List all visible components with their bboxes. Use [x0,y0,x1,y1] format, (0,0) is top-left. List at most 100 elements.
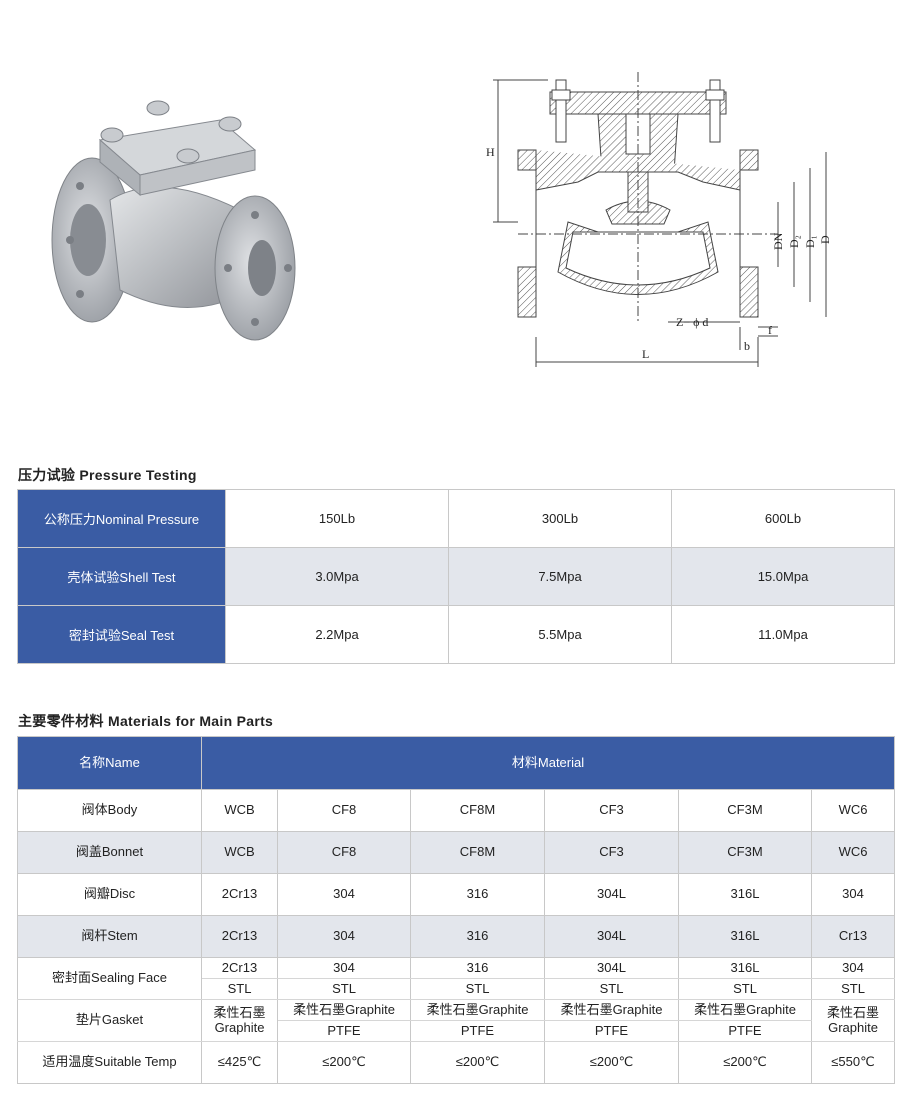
table-cell: CF3M [678,831,812,874]
table-cell: CF3 [544,831,679,874]
table-cell: 316 [410,915,545,958]
table-cell: ≤200℃ [678,1041,812,1084]
table-cell: 150Lb [225,489,449,548]
table-cell: STL [810,978,896,1000]
table-row: 密封面Sealing Face 2Cr13 304 316 304L 316L … [17,957,896,1000]
label-b: b [744,339,750,353]
label-dn: DN [771,232,785,250]
table-cell: CF3M [678,789,812,832]
table-cell: 柔性石墨Graphite [410,999,545,1021]
table-row: 壳体试验Shell Test 3.0Mpa 7.5Mpa 15.0Mpa [17,547,895,606]
table-cell: WC6 [810,831,896,874]
table-row: 垫片Gasket 柔性石墨 Graphite 柔性石墨Graphite 柔性石墨… [17,999,896,1042]
table-cell: 柔性石墨Graphite [544,999,679,1021]
table-cell: 2Cr13 [201,873,278,916]
table-cell: 2Cr13 [201,957,278,979]
table-cell: 7.5Mpa [448,547,672,606]
label-d: D [818,235,832,244]
table-cell: 5.5Mpa [448,605,672,664]
table-row: 密封试验Seal Test 2.2Mpa 5.5Mpa 11.0Mpa [17,605,895,664]
row-label: 阀盖Bonnet [17,831,202,874]
table-cell: 304L [544,957,679,979]
table-cell: 316L [678,915,812,958]
valve-product-photo [51,100,296,341]
materials-table: 名称Name 材料Material 阀体Body WCB CF8 CF8M CF… [17,736,896,1084]
table-cell: WC6 [810,789,896,832]
table-cell: PTFE [678,1020,812,1042]
header-material: 材料Material [200,736,896,790]
table-cell: STL [410,978,545,1000]
table-header-row: 名称Name 材料Material [17,736,896,790]
label-d1: D₁ [803,235,817,248]
table-cell: ≤200℃ [277,1041,411,1084]
table-cell: 304 [810,957,896,979]
table-row: 阀杆Stem 2Cr13 304 316 304L 316L Cr13 [17,915,896,958]
table-cell: 11.0Mpa [671,605,895,664]
row-header: 公称压力Nominal Pressure [17,489,226,548]
label-l: L [642,347,649,361]
table-cell: PTFE [410,1020,545,1042]
table-cell: 柔性石墨 Graphite [810,999,896,1042]
table-cell: ≤425℃ [201,1041,278,1084]
table-row: PTFE PTFE PTFE PTFE [18,1020,895,1042]
row-label: 阀杆Stem [17,915,202,958]
table-row: 阀瓣Disc 2Cr13 304 316 304L 316L 304 [17,873,896,916]
table-cell: 316L [678,873,812,916]
table-cell: PTFE [277,1020,411,1042]
table-cell: ≤550℃ [810,1041,896,1084]
label-h: H [486,145,495,159]
table-cell: 316 [410,957,545,979]
table-cell: PTFE [544,1020,679,1042]
table-cell: 316L [678,957,812,979]
table-cell: 304L [544,873,679,916]
materials-title: 主要零件材料 Materials for Main Parts [18,713,274,729]
row-header: 密封试验Seal Test [17,605,226,664]
table-cell: STL [544,978,679,1000]
table-row: 公称压力Nominal Pressure 150Lb 300Lb 600Lb [17,489,895,548]
pressure-testing-title: 压力试验 Pressure Testing [18,467,197,483]
row-label: 阀体Body [17,789,202,832]
row-label: 适用温度Suitable Temp [17,1041,202,1084]
row-header: 壳体试验Shell Test [17,547,226,606]
table-row: 适用温度Suitable Temp ≤425℃ ≤200℃ ≤200℃ ≤200… [17,1041,896,1084]
table-cell: 600Lb [671,489,895,548]
header-name: 名称Name [17,736,202,790]
row-label: 密封面Sealing Face [17,957,202,1000]
table-row: 阀体Body WCB CF8 CF8M CF3 CF3M WC6 [17,789,896,832]
table-row: 阀盖Bonnet WCB CF8 CF8M CF3 CF3M WC6 [17,831,896,874]
table-cell: CF8M [410,789,545,832]
table-cell: ≤200℃ [410,1041,545,1084]
table-cell: STL [277,978,411,1000]
table-cell: 304 [277,873,411,916]
table-cell: 316 [410,873,545,916]
row-label: 阀瓣Disc [17,873,202,916]
table-cell: ≤200℃ [544,1041,679,1084]
table-cell: 15.0Mpa [671,547,895,606]
pressure-testing-table: 公称压力Nominal Pressure 150Lb 300Lb 600Lb 壳… [17,489,895,664]
table-cell: Cr13 [810,915,896,958]
table-cell: CF8M [410,831,545,874]
table-cell: 300Lb [448,489,672,548]
table-cell: 3.0Mpa [225,547,449,606]
table-cell: 304 [277,957,411,979]
table-cell: 柔性石墨Graphite [678,999,812,1021]
table-cell: WCB [201,789,278,832]
label-d2: D₂ [787,235,801,248]
row-label: 垫片Gasket [17,999,202,1042]
table-cell: 2Cr13 [201,915,278,958]
table-cell: CF8 [277,789,411,832]
label-f: f [768,323,772,337]
valve-section-drawing: H DN D₂ D₁ D Z− ϕ d f b L [486,72,832,367]
table-cell: CF3 [544,789,679,832]
table-cell: 304L [544,915,679,958]
table-cell: 304 [277,915,411,958]
table-cell: CF8 [277,831,411,874]
table-cell: 304 [810,873,896,916]
table-cell: 柔性石墨 Graphite [201,999,278,1042]
table-cell: STL [201,978,278,1000]
table-cell: STL [678,978,812,1000]
label-z-phi-d: Z− ϕ d [676,315,708,329]
table-cell: WCB [201,831,278,874]
table-cell: 柔性石墨Graphite [277,999,411,1021]
table-cell: 2.2Mpa [225,605,449,664]
